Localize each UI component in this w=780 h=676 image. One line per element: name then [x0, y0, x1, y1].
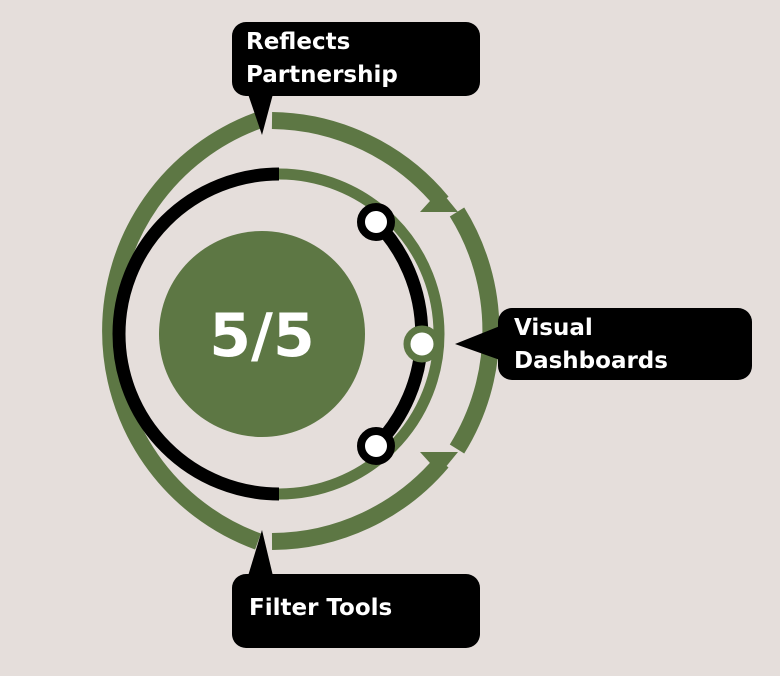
node-upper — [357, 203, 395, 241]
node-middle — [403, 325, 441, 363]
outer-ring-right-arc — [449, 207, 500, 454]
callout-bottom-pointer — [248, 530, 273, 576]
callout-reflects-partnership: Reflects Partnership — [232, 22, 480, 96]
callout-right-pointer — [455, 326, 500, 360]
node-lower — [357, 427, 395, 465]
outer-ring-top-right-arc — [271, 112, 449, 208]
inner-ring-black-arc — [112, 167, 280, 501]
inner-ring-green-arc — [278, 168, 445, 500]
callout-visual-dashboards: Visual Dashboards — [498, 308, 752, 380]
callout-top-pointer — [248, 94, 273, 135]
outer-ring-bottom-right-arc — [271, 456, 449, 550]
center-value: 5/5 — [209, 301, 314, 371]
outer-ring-arrow-top — [420, 190, 458, 212]
callout-filter-tools: Filter Tools — [232, 574, 480, 648]
outer-ring-left-arc — [102, 112, 261, 550]
outer-ring-arrow-bottom — [420, 452, 458, 474]
center-disc — [159, 231, 365, 437]
